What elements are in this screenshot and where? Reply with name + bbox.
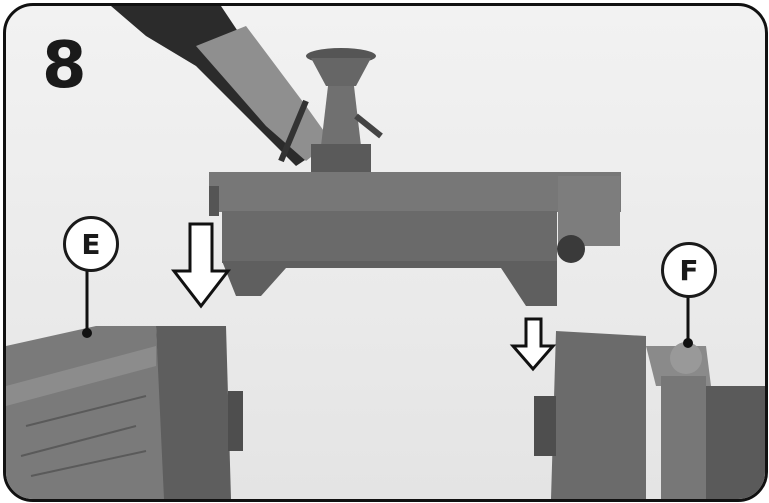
arm (111, 6, 331, 166)
wall-piece-f (534, 331, 765, 499)
callout-f: F (661, 242, 717, 298)
illustration-frame: 8 E F (3, 3, 768, 502)
step-number: 8 (42, 29, 87, 103)
sink-unit (209, 172, 621, 306)
callout-f-dot (683, 338, 693, 348)
down-arrow-icon (170, 222, 232, 309)
down-arrow-icon (509, 317, 557, 372)
callout-e-dot (82, 328, 92, 338)
callout-e: E (63, 216, 119, 272)
assembly-scene (6, 6, 765, 499)
wall-piece-e (6, 326, 243, 499)
spout (278, 48, 383, 172)
